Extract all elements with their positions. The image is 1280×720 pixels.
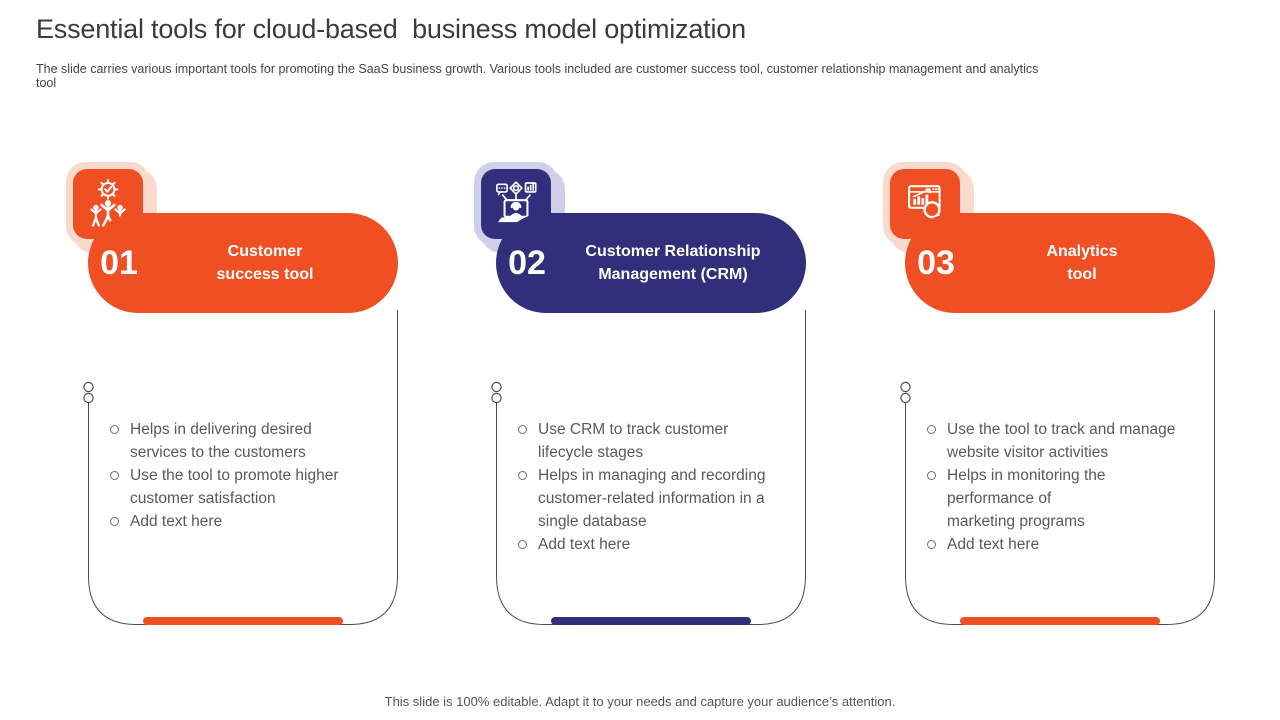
bullet-list: Use CRM to track customer lifecycle stag… (514, 418, 800, 556)
connector-dot (491, 392, 502, 404)
connector-dot (83, 392, 94, 404)
column-customer-success: 01 Customer success tool Helps in delive… (66, 0, 406, 720)
accent-bar (960, 617, 1160, 625)
connector-dot (491, 381, 502, 393)
tool-title: Customer success tool (216, 243, 314, 283)
step-number: 01 (100, 244, 138, 282)
card-outline (83, 310, 398, 625)
accent-bar (143, 617, 343, 625)
connector-dot (900, 381, 911, 393)
header-pill: 02 Customer Relationship Management (CRM… (496, 213, 806, 313)
bullet-item: Helps in delivering desired services to … (106, 418, 392, 464)
step-number: 03 (917, 244, 955, 282)
header-pill: 01 Customer success tool (88, 213, 398, 313)
connector-dot (83, 381, 94, 393)
tool-title: Analytics tool (1046, 243, 1118, 283)
footer-note: This slide is 100% editable. Adapt it to… (384, 694, 896, 709)
bullet-item: Use CRM to track customer lifecycle stag… (514, 418, 800, 464)
page-subtitle: The slide carries various important tool… (36, 62, 1042, 90)
tool-title: Customer Relationship Management (CRM) (585, 243, 761, 283)
bullet-item: Add text here (514, 533, 800, 556)
card-outline (491, 310, 806, 625)
bullet-item: Add text here (106, 510, 392, 533)
step-number: 02 (508, 244, 546, 282)
bullet-item: Helps in monitoring the performance of m… (923, 464, 1209, 533)
bullet-item: Helps in managing and recording customer… (514, 464, 800, 533)
card-outline (900, 310, 1215, 625)
bullet-item: Add text here (923, 533, 1209, 556)
connector-dot (900, 392, 911, 404)
accent-bar (551, 617, 751, 625)
bullet-list: Helps in delivering desired services to … (106, 418, 392, 533)
bullet-item: Use the tool to promote higher customer … (106, 464, 392, 510)
header-pill: 03 Analytics tool (905, 213, 1215, 313)
page-title: Essential tools for cloud-based business… (36, 14, 746, 44)
column-crm: 02 Customer Relationship Management (CRM… (474, 0, 814, 720)
column-analytics: 03 Analytics tool Use the tool to track … (883, 0, 1223, 720)
bullet-list: Use the tool to track and manage website… (923, 418, 1209, 556)
bullet-item: Use the tool to track and manage website… (923, 418, 1209, 464)
